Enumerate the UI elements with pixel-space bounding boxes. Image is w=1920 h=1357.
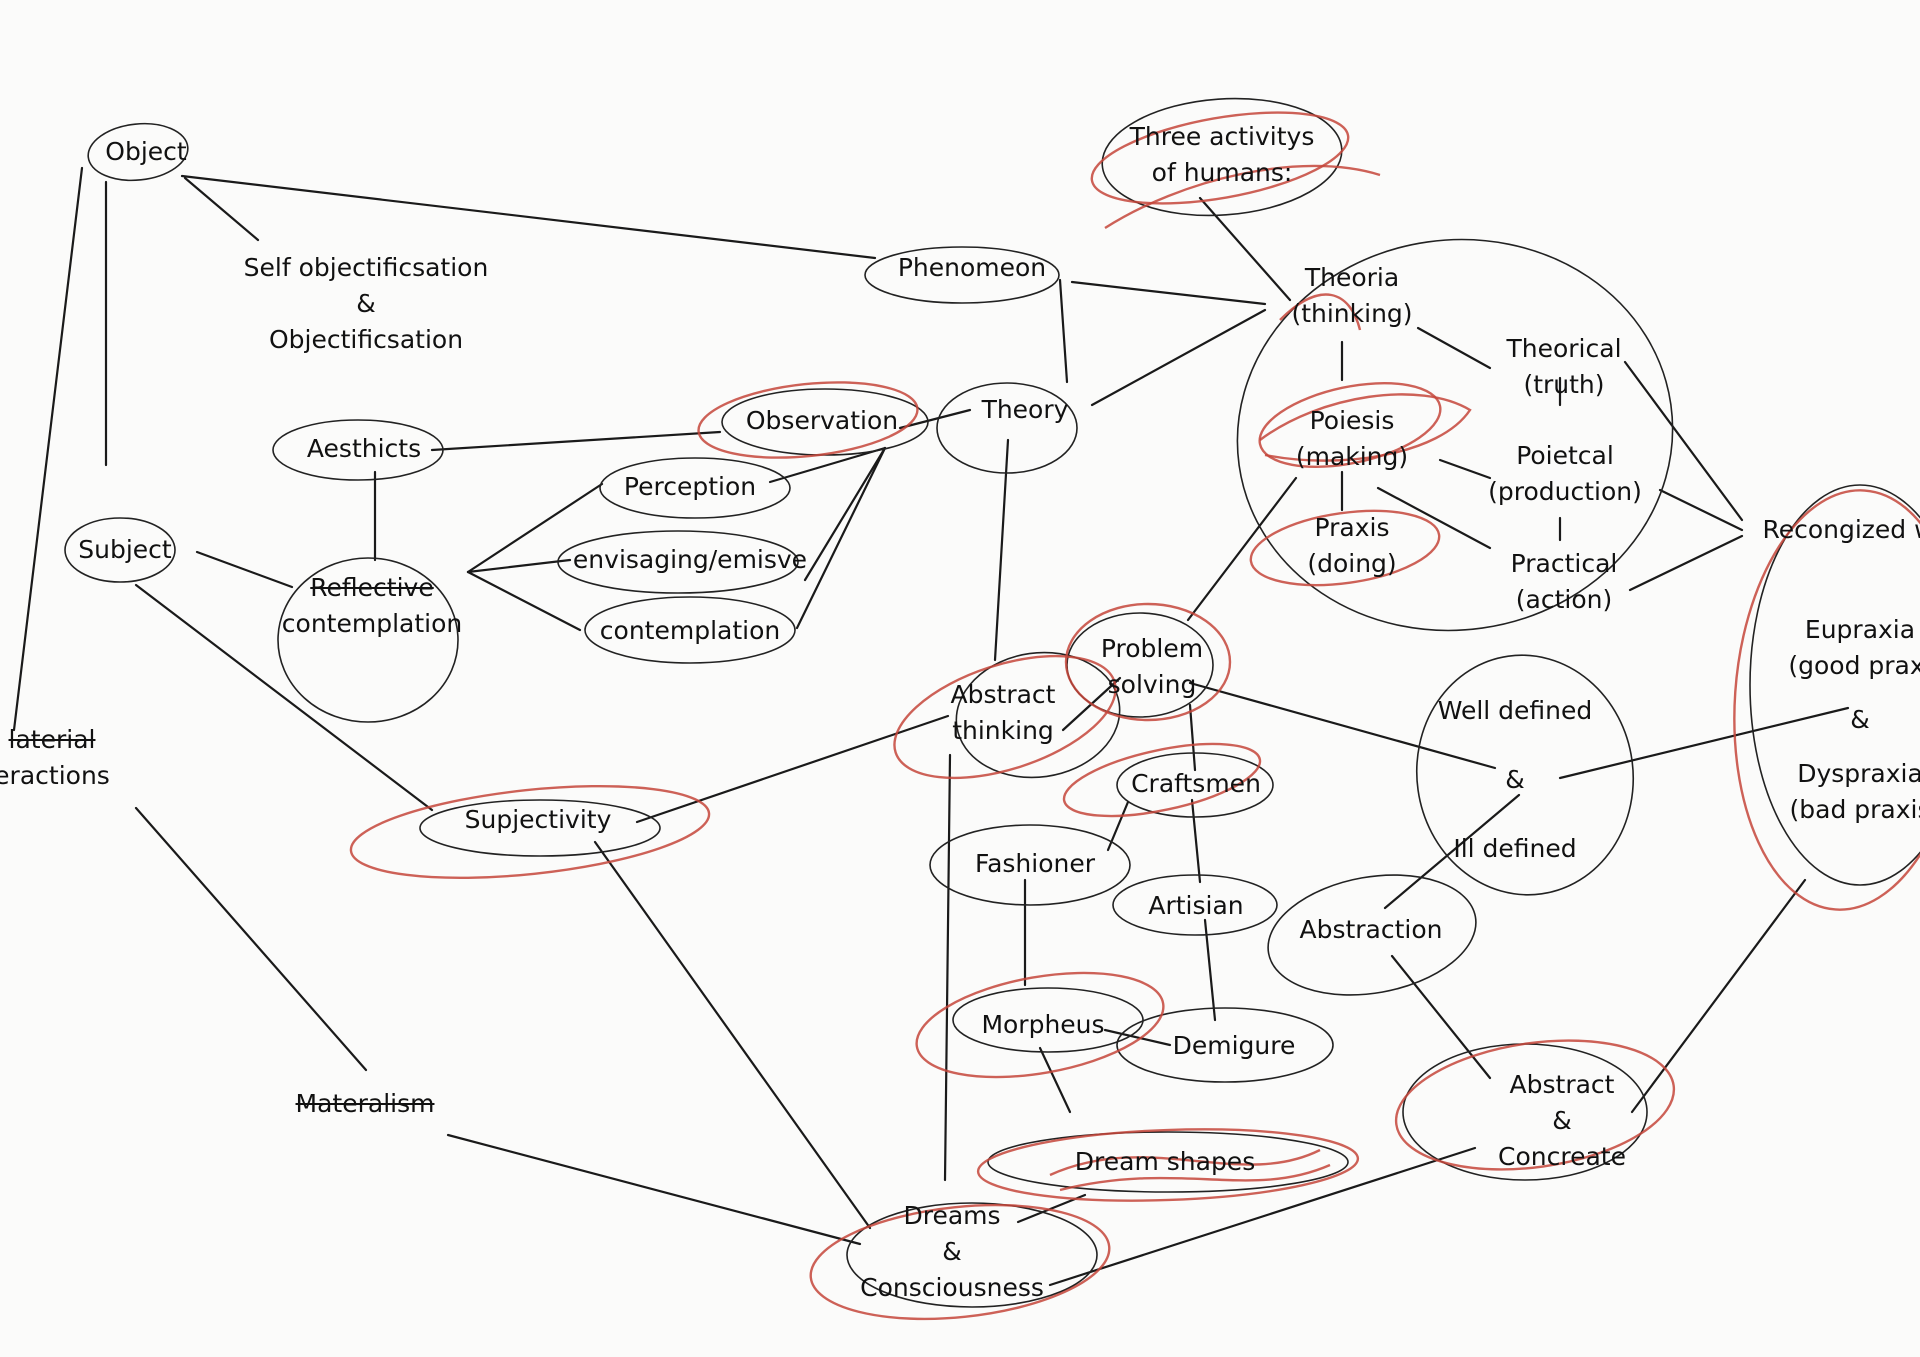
node-reflective-contemplation: Reflective contemplation: [281, 573, 463, 638]
node-theorical: Theorical (truth): [1506, 334, 1622, 399]
node-poietcal: Poietcal (production): [1488, 441, 1642, 506]
node-recongized: Recongized wi: [1762, 515, 1920, 544]
node-eupraxia-dyspraxia: Eupraxia (good praxi & Dyspraxia (bad pr…: [1788, 615, 1920, 824]
node-poiesis: Poiesis (making): [1295, 406, 1409, 471]
node-observation: Observation: [745, 406, 899, 435]
node-abstract-thinking: Abstract thinking: [950, 680, 1056, 745]
node-abstraction: Abstraction: [1299, 915, 1443, 944]
node-fashioner: Fashioner: [974, 849, 1096, 878]
node-morpheus: Morpheus: [981, 1010, 1105, 1039]
node-practical: Practical (action): [1510, 549, 1618, 614]
node-aesthicts: Aesthicts: [306, 434, 422, 463]
node-phenomeon: Phenomeon: [897, 253, 1047, 282]
node-demigure: Demigure: [1172, 1031, 1296, 1060]
node-subject: Subject: [78, 535, 172, 564]
node-theoria: Theoria (thinking): [1291, 263, 1413, 328]
node-theory: Theory: [981, 395, 1069, 424]
node-abstract-concreate: Abstract & Concreate: [1498, 1070, 1626, 1171]
node-praxis: Praxis (doing): [1307, 513, 1397, 578]
node-dreams-consciousness: Dreams & Consciousness: [860, 1201, 1044, 1302]
node-perception: Perception: [623, 472, 757, 501]
ink-ovals: [64, 97, 1920, 1308]
node-three-activities: Three activitys of humans:: [1129, 122, 1315, 187]
node-problem-solving: Problem solving: [1100, 634, 1204, 699]
node-subjectivity: Supjectivity: [464, 805, 612, 834]
red-pencil-marks: [349, 111, 1920, 1321]
node-material-interactions: laterial eractions: [0, 725, 110, 790]
node-materialism: Materalism: [295, 1089, 435, 1118]
node-contemplation: contemplation: [599, 616, 781, 645]
node-artisian: Artisian: [1148, 891, 1244, 920]
node-envisaging: envisaging/emisve: [572, 545, 808, 574]
node-well-ill-defined: Well defined & Ill defined: [1437, 696, 1593, 863]
node-self-objectification: Self objectificsation & Objectificsation: [243, 253, 489, 354]
node-craftsmen: Craftsmen: [1131, 769, 1261, 798]
node-object: Object: [105, 137, 187, 166]
node-dream-shapes: Dream shapes: [1074, 1147, 1256, 1176]
